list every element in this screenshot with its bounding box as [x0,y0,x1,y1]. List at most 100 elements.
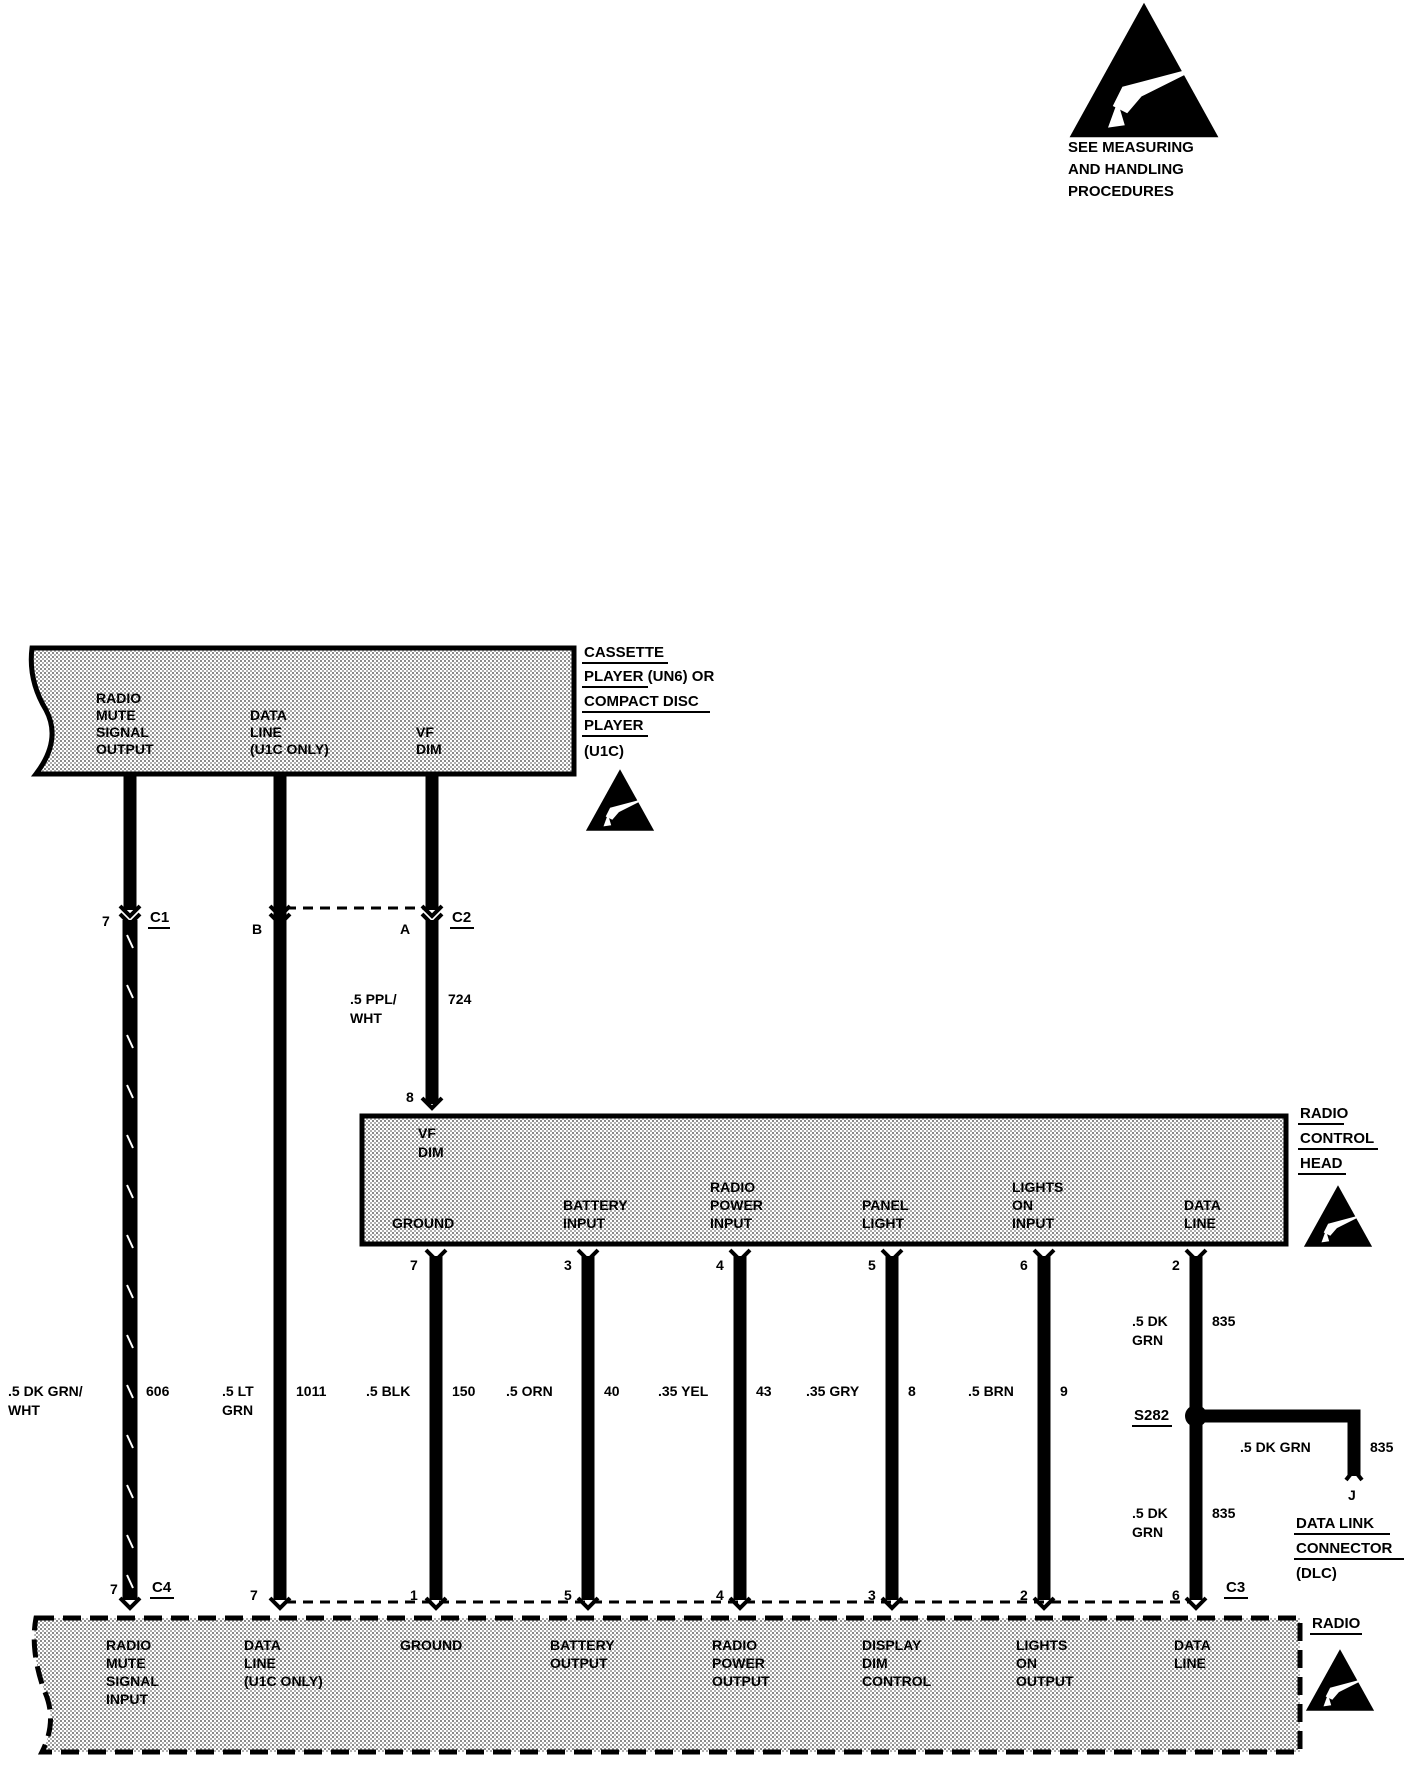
wire-835-top-color-l1: .5 DK [1132,1313,1168,1329]
terminal-marks [118,904,1364,1611]
c2-pin-b: B [252,921,262,937]
control-head-box [359,1113,1289,1247]
esd-note-line3: PROCEDURES [1068,183,1174,200]
radio-dim-l1: DISPLAY [862,1637,922,1653]
dlc-name-l3: (DLC) [1296,1565,1337,1582]
head-pin-ground: 7 [410,1257,418,1273]
radio-dataline-l1: DATA [1174,1637,1211,1653]
head-vf-l1: VF [418,1125,436,1141]
head-pin-lights: 6 [1020,1257,1028,1273]
wire-606-circuit: 606 [146,1383,170,1399]
radio-box [31,1615,1303,1755]
wire-606-twisted [122,920,138,1600]
cassette-name-l5: (U1C) [584,743,624,760]
head-pin-vf: 8 [406,1089,414,1105]
c3-label: C3 [1226,1579,1245,1596]
splice-s282-label: S282 [1134,1407,1169,1424]
radio-dim-l2: DIM [862,1655,888,1671]
control-head-name-l1: RADIO [1300,1105,1349,1122]
cassette-mute-l2: MUTE [96,707,136,723]
wire-9-circuit: 9 [1060,1383,1068,1399]
wire-835-bot-color-l1: .5 DK [1132,1505,1168,1521]
head-panel-l2: LIGHT [862,1215,904,1231]
wire-606-color-l1: .5 DK GRN/ [8,1383,83,1399]
radio-pin-dataline: 6 [1172,1587,1180,1603]
head-pin-panel: 5 [868,1257,876,1273]
radio-mute-l1: RADIO [106,1637,151,1653]
wire-150-circuit: 150 [452,1383,476,1399]
radio-battery-l2: OUTPUT [550,1655,608,1671]
wire-8-circuit: 8 [908,1383,916,1399]
head-pin-power: 4 [716,1257,724,1273]
head-pin-battery: 3 [564,1257,572,1273]
c1-pin-label: 7 [102,913,110,929]
wire-724-color-l2: WHT [350,1010,382,1026]
radio-data-l2: LINE [244,1655,276,1671]
esd-icon-cassette [585,769,655,831]
head-power-l2: POWER [710,1197,763,1213]
esd-icon-radio [1305,1649,1375,1711]
head-lights-l3: INPUT [1012,1215,1054,1231]
wire-40-circuit: 40 [604,1383,620,1399]
wire-40-color: .5 ORN [506,1383,553,1399]
esd-icon-control-head [1303,1185,1373,1247]
splice-s282-dot [1185,1405,1207,1427]
radio-power-l3: OUTPUT [712,1673,770,1689]
radio-pin-battery: 5 [564,1587,572,1603]
dlc-name-l2: CONNECTOR [1296,1540,1393,1557]
radio-dim-l3: CONTROL [862,1673,932,1689]
head-data-l2: LINE [1184,1215,1216,1231]
radio-name: RADIO [1312,1615,1361,1632]
radio-ground: GROUND [400,1637,462,1653]
radio-pin-mute: 7 [110,1581,118,1597]
wire-835-dlc-circuit: 835 [1370,1439,1394,1455]
cassette-vf-l2: DIM [416,741,442,757]
cassette-name-l2: PLAYER (UN6) OR [584,668,714,685]
head-pin-data: 2 [1172,1257,1180,1273]
cassette-name-l1: CASSETTE [584,644,664,661]
radio-pin-dim: 3 [868,1587,876,1603]
wire-724-color-l1: .5 PPL/ [350,991,397,1007]
cassette-mute-l4: OUTPUT [96,741,154,757]
wire-1011-color-l2: GRN [222,1402,253,1418]
wire-606-color-l2: WHT [8,1402,40,1418]
radio-power-l1: RADIO [712,1637,757,1653]
cassette-name: CASSETTE PLAYER (UN6) OR COMPACT DISC PL… [582,644,714,760]
cassette-mute-l3: SIGNAL [96,724,149,740]
head-panel-l1: PANEL [862,1197,909,1213]
c1-label: C1 [150,909,169,926]
cassette-data-l1: DATA [250,707,287,723]
wire-150-color: .5 BLK [366,1383,410,1399]
esd-note-line1: SEE MEASURING [1068,139,1194,156]
head-ground: GROUND [392,1215,454,1231]
esd-warning-icon [1069,2,1219,138]
cassette-data-l2: LINE [250,724,282,740]
head-data-l1: DATA [1184,1197,1221,1213]
cassette-player-box [28,645,577,777]
wire-835-top-circuit: 835 [1212,1313,1236,1329]
head-battery-l1: BATTERY [563,1197,628,1213]
c2-label: C2 [452,909,471,926]
wire-43-circuit: 43 [756,1383,772,1399]
wire-43-color: .35 YEL [658,1383,709,1399]
control-head-name-l3: HEAD [1300,1155,1343,1172]
radio-power-l2: POWER [712,1655,765,1671]
radio-mute-l2: MUTE [106,1655,146,1671]
radio-pin-data: 7 [250,1587,258,1603]
head-power-l1: RADIO [710,1179,755,1195]
head-power-l3: INPUT [710,1215,752,1231]
cassette-mute-l1: RADIO [96,690,141,706]
head-battery-l2: INPUT [563,1215,605,1231]
radio-lights-l2: ON [1016,1655,1037,1671]
head-lights-l1: LIGHTS [1012,1179,1063,1195]
cassette-name-l3: COMPACT DISC [584,693,699,710]
radio-dataline-l2: LINE [1174,1655,1206,1671]
wire-9-color: .5 BRN [968,1383,1014,1399]
wire-835-dlc [1196,1409,1361,1476]
radio-pin-power: 4 [716,1587,724,1603]
wire-1011-circuit: 1011 [296,1383,327,1399]
radio-mute-l4: INPUT [106,1691,148,1707]
radio-pin-lights: 2 [1020,1587,1028,1603]
wire-1011-color-l1: .5 LT [222,1383,254,1399]
dlc-pin: J [1348,1487,1356,1503]
